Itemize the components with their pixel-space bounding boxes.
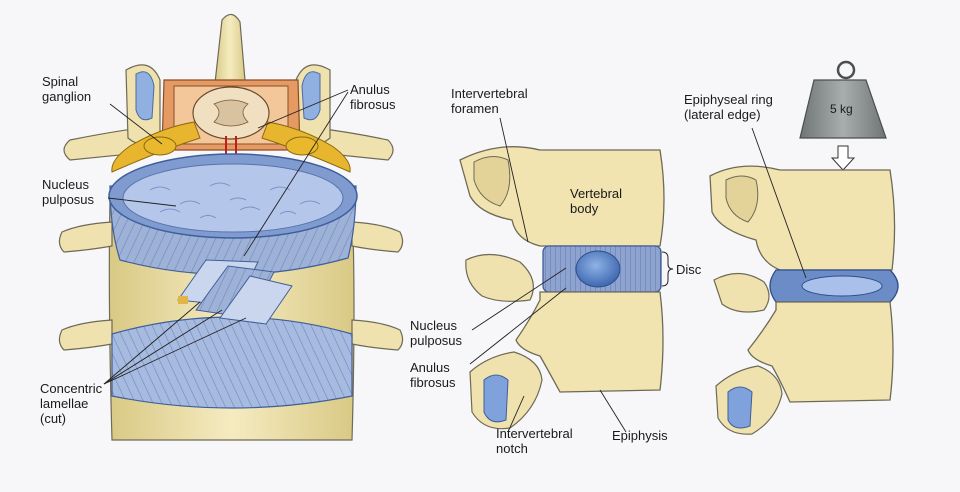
label-vertebral-body: Vertebral body (570, 186, 623, 216)
label-epiphysis: Epiphysis (612, 428, 668, 443)
left-pointer-lines (103, 89, 349, 385)
label-spinal-ganglion: Spinal ganglion (42, 74, 92, 104)
label-intervertebral-notch: Intervertebral notch (496, 426, 573, 456)
middle-figure (459, 117, 674, 433)
label-anulus-fibrosus-top: Anulus fibrosus (350, 82, 396, 112)
label-disc: Disc (676, 262, 702, 277)
weight-label: 5 kg (830, 102, 853, 116)
label-nucleus-pulposus-left: Nucleus pulposus (42, 177, 95, 207)
label-nucleus-pulposus-mid: Nucleus pulposus (410, 318, 463, 348)
label-concentric-lamellae: Concentric lamellae (cut) (40, 381, 103, 426)
right-figure (709, 60, 899, 435)
label-epiphyseal-ring: Epiphyseal ring (lateral edge) (684, 92, 773, 122)
label-intervertebral-foramen: Intervertebral foramen (451, 86, 528, 116)
label-anulus-fibrosus-mid: Anulus fibrosus (410, 360, 456, 390)
left-figure (58, 13, 404, 441)
